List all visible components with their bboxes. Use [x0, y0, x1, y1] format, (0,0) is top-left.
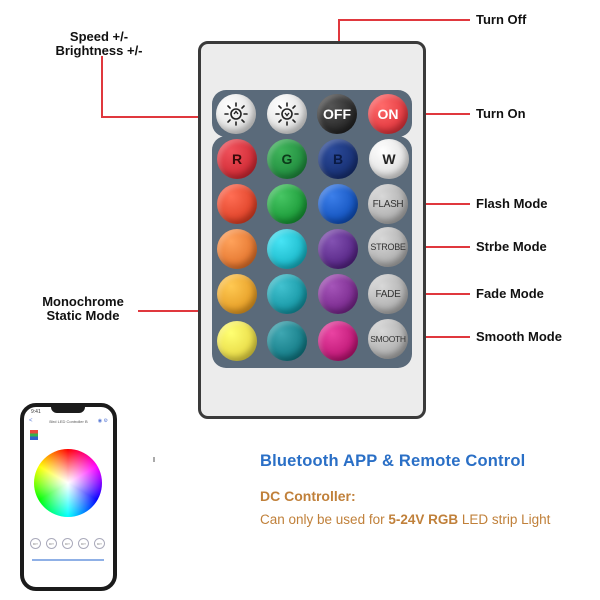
headline: Bluetooth APP & Remote Control: [260, 452, 526, 470]
off-callout-line-h: [338, 19, 470, 21]
strobe-button[interactable]: STROBE: [368, 227, 408, 267]
speed-callout-line-v: [101, 56, 103, 117]
red-button[interactable]: R: [217, 139, 257, 179]
smooth-mode-label: Smooth Mode: [476, 329, 562, 344]
preset-button[interactable]: DIY: [78, 538, 89, 549]
smooth-button[interactable]: SMOOTH: [368, 319, 408, 359]
dc-text-prefix: Can only be used for: [260, 512, 389, 527]
preset-button[interactable]: DIY: [94, 538, 105, 549]
flash-button[interactable]: FLASH: [368, 184, 408, 224]
phone-preset-buttons: DIY DIY DIY DIY DIY: [30, 538, 105, 549]
strobe-mode-label: Strbe Mode: [476, 239, 547, 254]
static-mode-label: Static Mode: [46, 308, 120, 323]
off-button[interactable]: OFF: [317, 94, 357, 134]
color-wheel[interactable]: [34, 449, 102, 517]
phone-app-title: Bird LED Controller B: [49, 419, 88, 424]
on-callout-line: [395, 113, 470, 115]
color-button[interactable]: [267, 321, 307, 361]
color-button[interactable]: [217, 184, 257, 224]
brightness-up-icon: [224, 102, 248, 126]
speed-label: Speed +/-: [69, 29, 129, 44]
preset-button[interactable]: DIY: [46, 538, 57, 549]
preset-button[interactable]: DIY: [30, 538, 41, 549]
color-button[interactable]: [267, 274, 307, 314]
brightness-label: Brightness +/-: [55, 43, 143, 58]
color-button[interactable]: [318, 184, 358, 224]
color-button[interactable]: [267, 229, 307, 269]
speed-callout-line-h: [101, 116, 225, 118]
dc-controller-text: Can only be used for 5-24V RGB LED strip…: [260, 512, 550, 527]
fade-callout-line: [402, 293, 470, 295]
phone-status-time: 9:41: [31, 409, 41, 415]
dc-controller-title: DC Controller:: [260, 488, 356, 504]
brightness-down-button[interactable]: [267, 94, 307, 134]
color-button[interactable]: [267, 184, 307, 224]
turn-off-label: Turn Off: [476, 12, 527, 27]
white-button[interactable]: W: [369, 139, 409, 179]
blue-button[interactable]: B: [318, 139, 358, 179]
color-button[interactable]: [217, 274, 257, 314]
strobe-callout-line: [402, 246, 470, 248]
turn-on-label: Turn On: [476, 106, 526, 121]
on-button[interactable]: ON: [368, 94, 408, 134]
brightness-up-button[interactable]: [216, 94, 256, 134]
flash-callout-line: [402, 203, 470, 205]
color-button[interactable]: [318, 229, 358, 269]
rgb-swatch-icon[interactable]: [30, 430, 38, 440]
dc-text-voltage: 5-24V RGB: [388, 512, 459, 527]
monochrome-label: Monochrome: [42, 294, 124, 309]
preset-button[interactable]: DIY: [62, 538, 73, 549]
color-button[interactable]: [318, 321, 358, 361]
monochrome-static-label: Monochrome Static Mode: [28, 295, 138, 323]
back-icon[interactable]: <: [29, 418, 33, 424]
smooth-callout-line: [402, 336, 470, 338]
speed-brightness-label: Speed +/- Brightness +/-: [44, 30, 154, 58]
fade-button[interactable]: FADE: [368, 274, 408, 314]
brightness-slider[interactable]: [32, 559, 104, 561]
phone-mockup: 9:41 < Bird LED Controller B ◉ ⚙ DIY DIY…: [20, 403, 117, 591]
fade-mode-label: Fade Mode: [476, 286, 544, 301]
monochrome-callout-line: [138, 310, 228, 312]
color-button[interactable]: [217, 229, 257, 269]
brightness-down-icon: [275, 102, 299, 126]
phone-notch: [51, 407, 85, 413]
color-button[interactable]: [217, 321, 257, 361]
decorative-tick: [153, 457, 155, 462]
dc-text-suffix: LED strip Light: [458, 512, 551, 527]
color-button[interactable]: [318, 274, 358, 314]
phone-header-icons[interactable]: ◉ ⚙: [97, 418, 108, 424]
green-button[interactable]: G: [267, 139, 307, 179]
flash-mode-label: Flash Mode: [476, 196, 548, 211]
